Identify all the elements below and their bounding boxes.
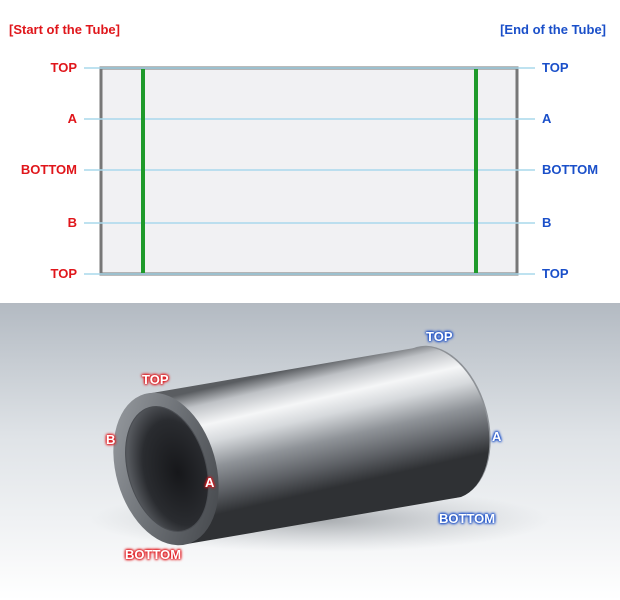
tube-render-panel: TOP B A BOTTOM TOP A BOTTOM xyxy=(0,303,620,600)
left-label-a: A xyxy=(67,111,77,126)
unrolled-tube-diagram: [Start of the Tube] [End of the Tube] TO… xyxy=(9,22,606,281)
end-of-tube-heading: [End of the Tube] xyxy=(500,22,606,37)
tube-end-label-top: TOP xyxy=(426,329,453,344)
tube-start-label-bottom: BOTTOM xyxy=(125,547,182,562)
tube-start-label-a: A xyxy=(205,475,215,490)
tube-body xyxy=(146,346,490,544)
tube-end-label-bottom: BOTTOM xyxy=(439,511,496,526)
tube-start-label-top: TOP xyxy=(142,372,169,387)
right-label-b: B xyxy=(542,215,552,230)
tube-start-label-b: B xyxy=(106,432,116,447)
right-label-a: A xyxy=(542,111,552,126)
unrolled-frame xyxy=(99,66,519,276)
right-label-top-2: TOP xyxy=(542,266,569,281)
left-label-b: B xyxy=(67,215,77,230)
tube-opening xyxy=(125,406,209,532)
left-label-top-1: TOP xyxy=(50,60,78,75)
unrolled-diagram-canvas xyxy=(84,66,535,276)
tube-opening-edge xyxy=(125,406,209,532)
right-label-top-1: TOP xyxy=(542,60,569,75)
left-label-bottom: BOTTOM xyxy=(20,162,77,177)
right-label-bottom: BOTTOM xyxy=(542,162,599,177)
tube-render-image xyxy=(0,303,620,600)
start-of-tube-heading: [Start of the Tube] xyxy=(9,22,120,37)
left-label-top-2: TOP xyxy=(50,266,78,281)
tube-end-label-a: A xyxy=(492,429,502,444)
